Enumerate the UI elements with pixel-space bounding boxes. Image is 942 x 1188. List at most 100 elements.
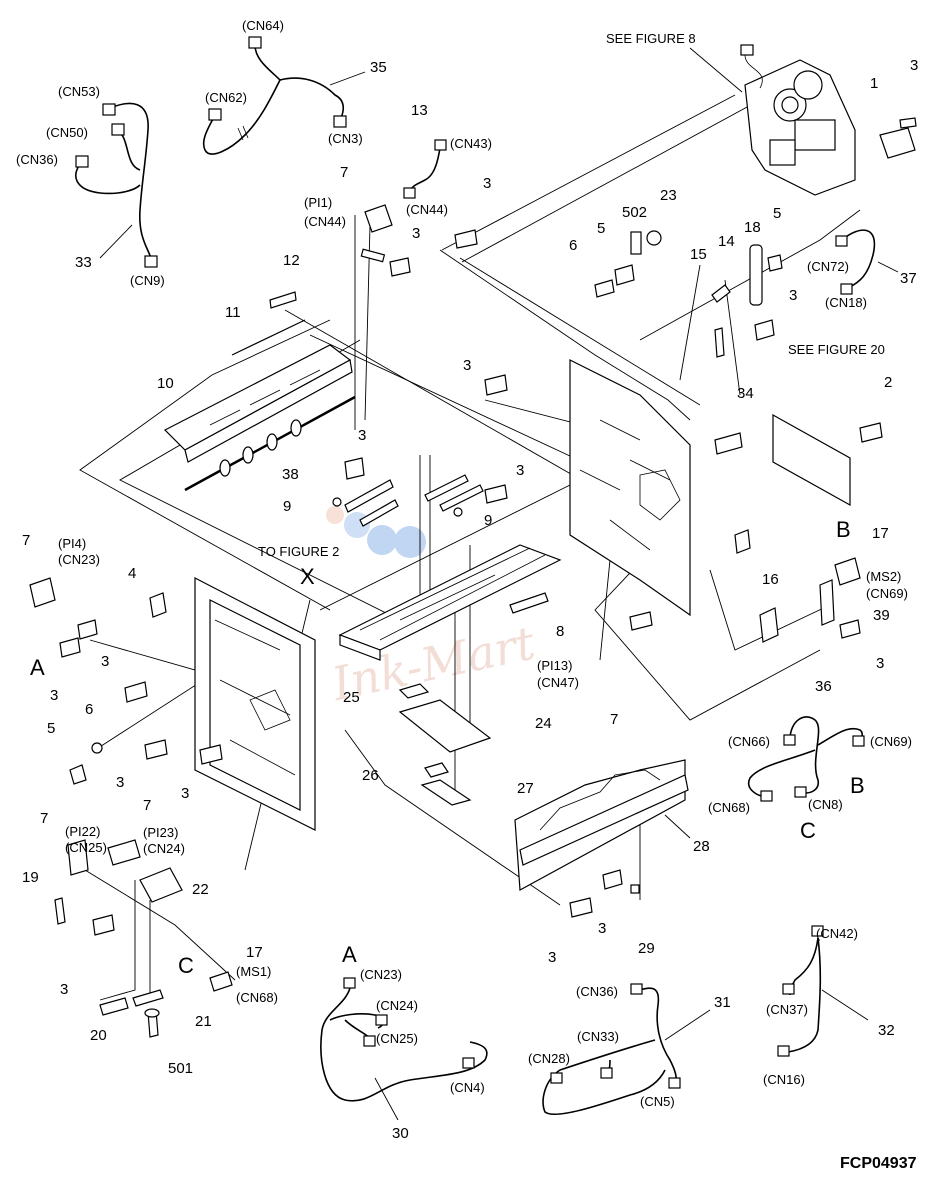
clip-5-left bbox=[69, 764, 87, 785]
callout-6: 6 bbox=[569, 237, 577, 254]
clip-5 bbox=[614, 264, 635, 286]
harness-33 bbox=[75, 102, 158, 268]
callout-18: 18 bbox=[744, 219, 761, 236]
harness-32 bbox=[777, 925, 869, 1057]
sensor-pi23 bbox=[107, 839, 141, 866]
callout-19: 19 bbox=[22, 869, 39, 886]
callout-3: 3 bbox=[116, 774, 124, 791]
callout-502: 502 bbox=[622, 204, 647, 221]
note-to-figure-2: TO FIGURE 2 bbox=[258, 544, 339, 559]
callout-34: 34 bbox=[737, 385, 754, 402]
harness-36 bbox=[747, 716, 865, 802]
callout-21: 21 bbox=[195, 1013, 212, 1030]
bracket-1 bbox=[879, 127, 916, 159]
bushing-6 bbox=[594, 279, 615, 298]
label-cn62: (CN62) bbox=[205, 90, 247, 105]
callout-3: 3 bbox=[50, 687, 58, 704]
letter-a-left: A bbox=[30, 655, 45, 680]
cover-28 bbox=[514, 759, 691, 918]
callout-3: 3 bbox=[358, 427, 366, 444]
switch-ms2 bbox=[759, 557, 861, 643]
callout-3: 3 bbox=[101, 653, 109, 670]
connector-cn36-plug bbox=[75, 155, 89, 168]
bushing-6-left bbox=[91, 742, 103, 754]
label-cn3: (CN3) bbox=[328, 131, 363, 146]
label-cn66: (CN66) bbox=[728, 734, 770, 749]
bracket-20 bbox=[99, 997, 129, 1016]
callout-32: 32 bbox=[878, 1022, 895, 1039]
screw-3-near-38 bbox=[344, 457, 365, 480]
labels: SEE FIGURE 8 SEE FIGURE 20 TO FIGURE 2 F… bbox=[16, 18, 918, 1172]
label-cn33: (CN33) bbox=[577, 1029, 619, 1044]
callout-23: 23 bbox=[660, 187, 677, 204]
callout-501: 501 bbox=[168, 1060, 193, 1077]
clip-5-right bbox=[767, 254, 783, 272]
label-cn9: (CN9) bbox=[130, 273, 165, 288]
connector-cn3-plug bbox=[333, 115, 347, 128]
callout-30: 30 bbox=[392, 1125, 409, 1142]
callout-3: 3 bbox=[181, 785, 189, 802]
center-parts bbox=[332, 374, 562, 806]
screw-3-a bbox=[59, 637, 81, 658]
left-side-frame bbox=[29, 577, 316, 831]
connector-cn62-plug bbox=[208, 108, 222, 121]
callout-4: 4 bbox=[128, 565, 136, 582]
screw-3-board bbox=[859, 422, 883, 443]
right-side-frame bbox=[569, 230, 883, 631]
sensor-pi4 bbox=[29, 577, 56, 608]
label-cn8: (CN8) bbox=[808, 797, 843, 812]
label-cn43: (CN43) bbox=[450, 136, 492, 151]
label-cn68-ms1: (CN68) bbox=[236, 990, 278, 1005]
lever-15 bbox=[711, 284, 731, 303]
callout-38: 38 bbox=[282, 466, 299, 483]
callout-15: 15 bbox=[690, 246, 707, 263]
label-cn64: (CN64) bbox=[242, 18, 284, 33]
label-pi22: (PI22) bbox=[65, 824, 100, 839]
screw-3-ms2 bbox=[839, 619, 861, 639]
callout-14: 14 bbox=[718, 233, 735, 250]
callout-9: 9 bbox=[484, 512, 492, 529]
callout-22: 22 bbox=[192, 881, 209, 898]
callout-36: 36 bbox=[815, 678, 832, 695]
callout-3: 3 bbox=[548, 949, 556, 966]
sheet-26 bbox=[424, 762, 449, 778]
screw-3-f bbox=[569, 897, 593, 918]
label-cn44-cable: (CN44) bbox=[406, 202, 448, 217]
callout-3: 3 bbox=[910, 57, 918, 74]
bracket-22 bbox=[139, 867, 183, 903]
callout-9: 9 bbox=[283, 498, 291, 515]
label-cn53: (CN53) bbox=[58, 84, 100, 99]
label-cn16: (CN16) bbox=[763, 1072, 805, 1087]
sensor-pi1 bbox=[360, 139, 478, 277]
callout-33: 33 bbox=[75, 254, 92, 271]
label-ms2: (MS2) bbox=[866, 569, 901, 584]
bracket-16 bbox=[759, 607, 779, 643]
callout-7: 7 bbox=[143, 797, 151, 814]
label-cn69-ms2: (CN69) bbox=[866, 586, 908, 601]
note-see-figure-8: SEE FIGURE 8 bbox=[606, 31, 696, 46]
screw-3-upper bbox=[454, 229, 478, 249]
pin-502 bbox=[630, 231, 642, 255]
connector-cn64-plug bbox=[248, 36, 262, 49]
label-cn23-sensor: (CN23) bbox=[58, 552, 100, 567]
label-cn24-sensor: (CN24) bbox=[143, 841, 185, 856]
spring-34 bbox=[714, 327, 725, 358]
connector-cn53-plug bbox=[102, 103, 116, 116]
letter-a-harness: A bbox=[342, 942, 357, 967]
callout-29: 29 bbox=[638, 940, 655, 957]
callout-3: 3 bbox=[598, 920, 606, 937]
callout-11: 11 bbox=[225, 304, 241, 321]
callout-5: 5 bbox=[47, 720, 55, 737]
clip-4 bbox=[149, 592, 167, 618]
callout-5: 5 bbox=[773, 205, 781, 222]
callout-6: 6 bbox=[85, 701, 93, 718]
gear-23 bbox=[646, 230, 662, 246]
label-cn72: (CN72) bbox=[807, 259, 849, 274]
harness-30 bbox=[320, 977, 488, 1121]
label-cn36: (CN36) bbox=[16, 152, 58, 167]
label-cn42: (CN42) bbox=[816, 926, 858, 941]
callout-17: 17 bbox=[246, 944, 263, 961]
callout-3: 3 bbox=[412, 225, 420, 242]
